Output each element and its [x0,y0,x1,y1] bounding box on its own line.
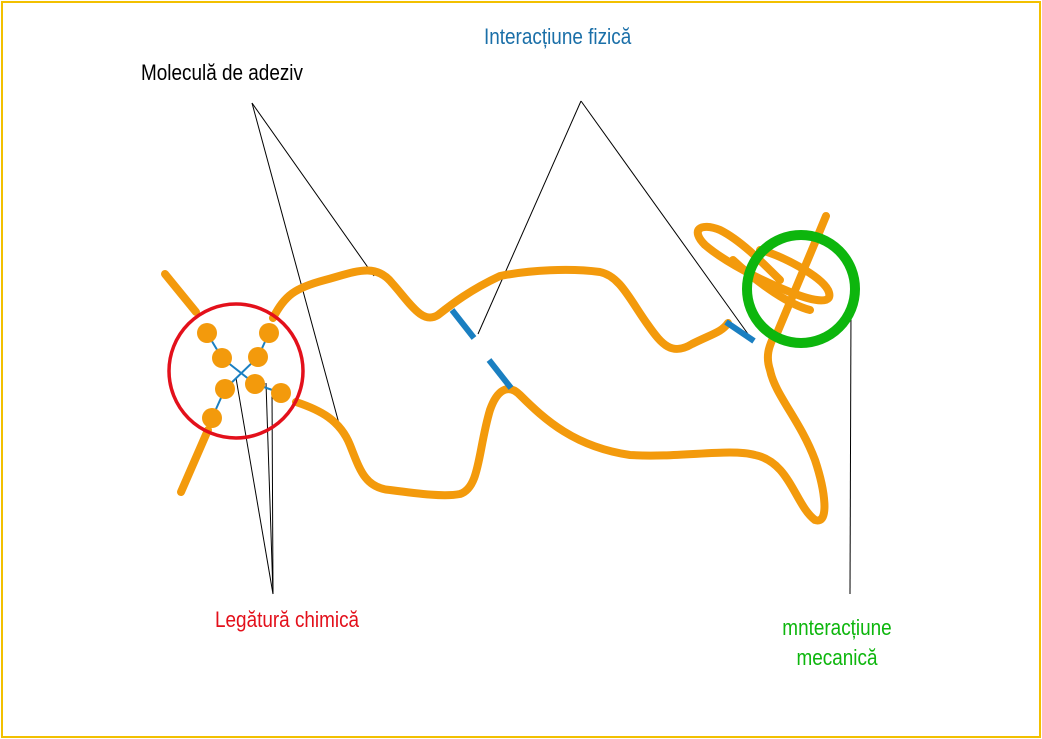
chain-upper [269,265,732,353]
atom [202,408,222,428]
chain-short-cross [729,256,814,314]
atom [259,323,279,343]
leader-chemical-b [265,382,274,595]
mechanical-interaction-circle [742,230,860,348]
label-adhesive-molecule: Moleculă de adeziv [141,60,303,85]
atom [245,374,265,394]
leader-chemical-c [271,389,274,595]
chemical-bond-network [206,332,282,419]
chain-left-upper-stub [161,270,200,316]
atom [212,348,232,368]
atom [197,323,217,343]
leader-adhesive-upper [251,102,375,277]
chain-lower [292,334,829,525]
leader-physical-left [477,100,582,335]
chain-diagonal [771,212,830,342]
label-chemical-bond: Legătură chimică [215,607,360,632]
leader-chemical-a [235,377,274,595]
leader-lines [235,100,852,595]
physical-bonds [449,308,756,390]
leader-adhesive-lower [251,102,342,432]
label-physical-interaction: Interacțiune fizică [484,24,632,49]
label-mechanical-line2: mecanică [796,645,878,670]
label-mechanical-interaction: mnteracțiune mecanică [773,613,902,673]
physical-bond-upper [449,308,477,340]
leader-mechanical [849,307,852,595]
physical-bond-lower [486,358,514,390]
atom [271,383,291,403]
chain-left-lower-stub [177,426,212,496]
atom [215,379,235,399]
chemical-bond-atoms [197,323,291,428]
atom [248,347,268,367]
leader-physical-right [580,100,749,335]
physical-bond-right [724,319,756,344]
chemical-bond-circle [167,302,305,440]
label-mechanical-line1: mnteracțiune [782,615,892,640]
